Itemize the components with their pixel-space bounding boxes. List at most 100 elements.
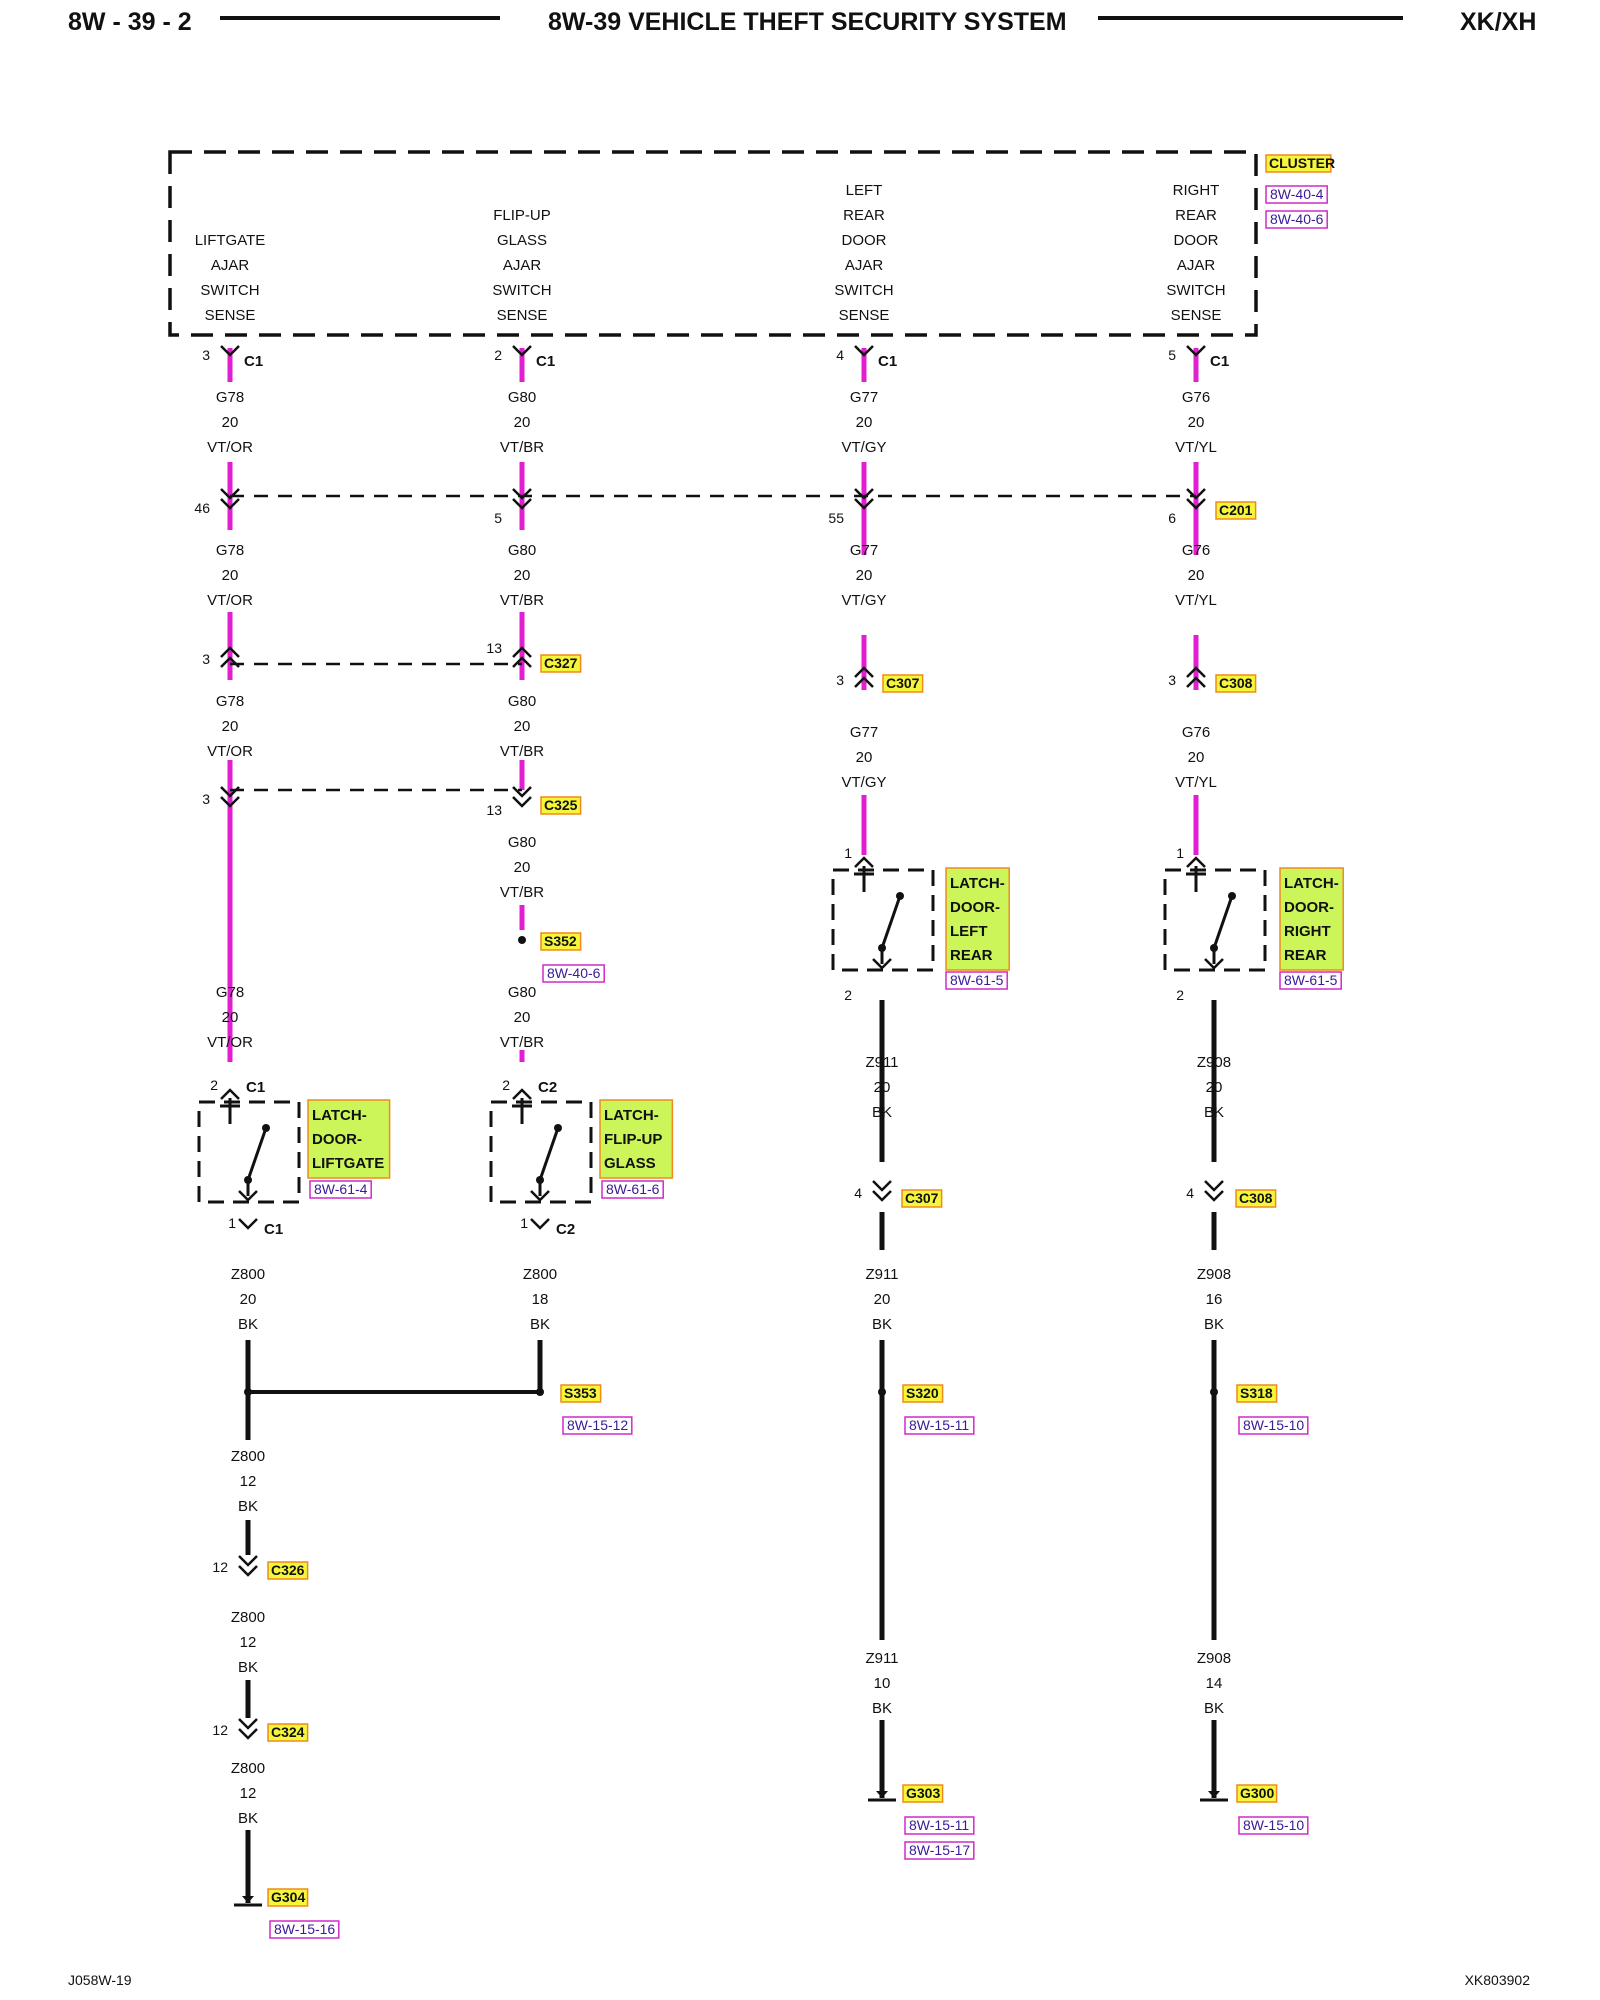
latch-fg-label-line-1: FLIP-UP — [604, 1131, 662, 1148]
wirespec-z908-b-color: BK — [1204, 1316, 1224, 1333]
footer-right-code: XK803902 — [1464, 1972, 1530, 1988]
cluster-ref-0-box — [1265, 185, 1328, 204]
wirespec-top-2-circuit: G77 — [850, 389, 878, 406]
cluster-conn-3: C1 — [1210, 353, 1229, 370]
c201-conn-3-a — [1186, 488, 1206, 500]
cluster-sense-0-1: AJAR — [211, 257, 250, 274]
c327-conn-0-a — [220, 646, 240, 658]
cluster-sense-0-2: SWITCH — [200, 282, 259, 299]
s353-label: S353 — [564, 1385, 597, 1401]
wirespec-c327-1-color: VT/BR — [500, 743, 544, 760]
g304-ref-0: 8W-15-16 — [274, 1921, 335, 1937]
g303-ref-1-box — [904, 1841, 975, 1860]
wirespec-z908-c-circuit: Z908 — [1197, 1650, 1231, 1667]
latch-left-rear-box — [831, 868, 935, 972]
wirespec-z908-a-color: BK — [1204, 1104, 1224, 1121]
c308-upper-conn-b — [1186, 676, 1206, 688]
s320-label: S320 — [906, 1385, 939, 1401]
latch-lr-label-line-1: DOOR- — [950, 899, 1000, 916]
wirespec-z800-d-color: BK — [238, 1659, 258, 1676]
c324-conn-b — [238, 1728, 258, 1740]
cluster-conn-1: C1 — [536, 353, 555, 370]
ground-g303-tip — [876, 1791, 888, 1798]
c308-lower-pin: 4 — [1186, 1185, 1194, 1201]
s353-dot-1 — [536, 1388, 544, 1396]
wirespec-c308-3-color: VT/YL — [1175, 774, 1217, 791]
latch-lr-label-line-0: LATCH- — [950, 875, 1005, 892]
wirespec-z908-c-gauge: 14 — [1206, 1675, 1223, 1692]
latch-fg-pin-bottom: 1 — [520, 1215, 528, 1231]
c327-label: C327 — [544, 655, 578, 671]
c326-pin: 12 — [212, 1559, 228, 1575]
latch-lr-ref: 8W-61-5 — [950, 972, 1004, 988]
cluster-sense-2-0: LEFT — [846, 182, 883, 199]
wirespec-mid-3-color: VT/YL — [1175, 592, 1217, 609]
latch-liftgate-pivot — [262, 1124, 270, 1132]
latch-flipup-blade — [538, 1127, 560, 1181]
wirespec-c327-1-circuit: G80 — [508, 693, 536, 710]
wirespec-pre-latch-0-gauge: 20 — [222, 1009, 239, 1026]
wirespec-mid-2-color: VT/GY — [841, 592, 886, 609]
s320-dot — [878, 1388, 886, 1396]
latch-left-rear-pivot — [896, 892, 904, 900]
latch-lg-in — [220, 1088, 240, 1100]
cluster-sense-3-4: SWITCH — [1166, 282, 1225, 299]
cluster-conn-0: C1 — [244, 353, 263, 370]
wirespec-top-3-color: VT/YL — [1175, 439, 1217, 456]
c327-pin-0: 3 — [202, 651, 210, 667]
cluster-sense-1-0: FLIP-UP — [493, 207, 551, 224]
latch-rr-ref-box — [1279, 971, 1342, 990]
latch-fg-pin-top: 2 — [502, 1077, 510, 1093]
wirespec-z800-e-gauge: 12 — [240, 1785, 257, 1802]
footer-left-code: J058W-19 — [68, 1972, 132, 1988]
g304-label: G304 — [271, 1889, 305, 1905]
latch-lr-label-line-2: LEFT — [950, 923, 988, 940]
wirespec-c327-0-gauge: 20 — [222, 718, 239, 735]
wirespec-z800-a-gauge: 20 — [240, 1291, 257, 1308]
model-code: XK/XH — [1460, 8, 1537, 36]
c308-lower-label-bg — [1235, 1189, 1277, 1208]
c327-conn-0-b — [220, 656, 240, 668]
latch-rr-label-line-3: REAR — [1284, 947, 1327, 964]
s318-ref: 8W-15-10 — [1243, 1417, 1304, 1433]
wirespec-z800-d-circuit: Z800 — [231, 1609, 265, 1626]
cluster-sense-2-1: REAR — [843, 207, 885, 224]
latch-fg-label-line-2: GLASS — [604, 1155, 656, 1172]
c325-pin-1: 13 — [486, 802, 502, 818]
latch-right-rear-blade — [1212, 895, 1234, 949]
wirespec-z800-e-color: BK — [238, 1810, 258, 1827]
latch-liftgate-box — [197, 1100, 301, 1204]
wirespec-z800-c-circuit: Z800 — [231, 1448, 265, 1465]
latch-lg-label-line-2: LIFTGATE — [312, 1155, 384, 1172]
wirespec-pre-latch-1-circuit: G80 — [508, 984, 536, 1001]
cluster-ref-1-box — [1265, 210, 1328, 229]
latch-fg-ref-box — [601, 1180, 664, 1199]
cluster-ref-0: 8W-40-4 — [1270, 186, 1324, 202]
cluster-sense-2-3: AJAR — [845, 257, 884, 274]
cluster-pin-1 — [512, 345, 532, 357]
c327-label-bg — [540, 654, 582, 673]
c326-conn-b — [238, 1565, 258, 1577]
c324-conn-a — [238, 1718, 258, 1730]
c201-conn-0-b — [220, 498, 240, 510]
wirespec-z800-a-circuit: Z800 — [231, 1266, 265, 1283]
c307-lower-label-bg — [901, 1189, 943, 1208]
c307-lower-conn-a — [872, 1180, 892, 1192]
wirespec-z908-a-circuit: Z908 — [1197, 1054, 1231, 1071]
latch-lr-in — [854, 856, 874, 868]
c201-pin-3: 6 — [1168, 510, 1176, 526]
latch-lg-ref-box — [309, 1180, 372, 1199]
s318-label-bg — [1236, 1384, 1278, 1403]
c325-label-bg — [540, 796, 582, 815]
wirespec-mid-0-gauge: 20 — [222, 567, 239, 584]
c201-pin-2: 55 — [828, 510, 844, 526]
latch-fg-in — [512, 1088, 532, 1100]
latch-left-rear-arrow — [872, 958, 892, 970]
cluster-sense-1-4: SENSE — [497, 307, 548, 324]
wirespec-c325-1-circuit: G80 — [508, 834, 536, 851]
wirespec-z800-d-gauge: 12 — [240, 1634, 257, 1651]
wirespec-c308-3-circuit: G76 — [1182, 724, 1210, 741]
c307-upper-pin: 3 — [836, 672, 844, 688]
wirespec-z800-c-gauge: 12 — [240, 1473, 257, 1490]
latch-lg-ref: 8W-61-4 — [314, 1181, 368, 1197]
